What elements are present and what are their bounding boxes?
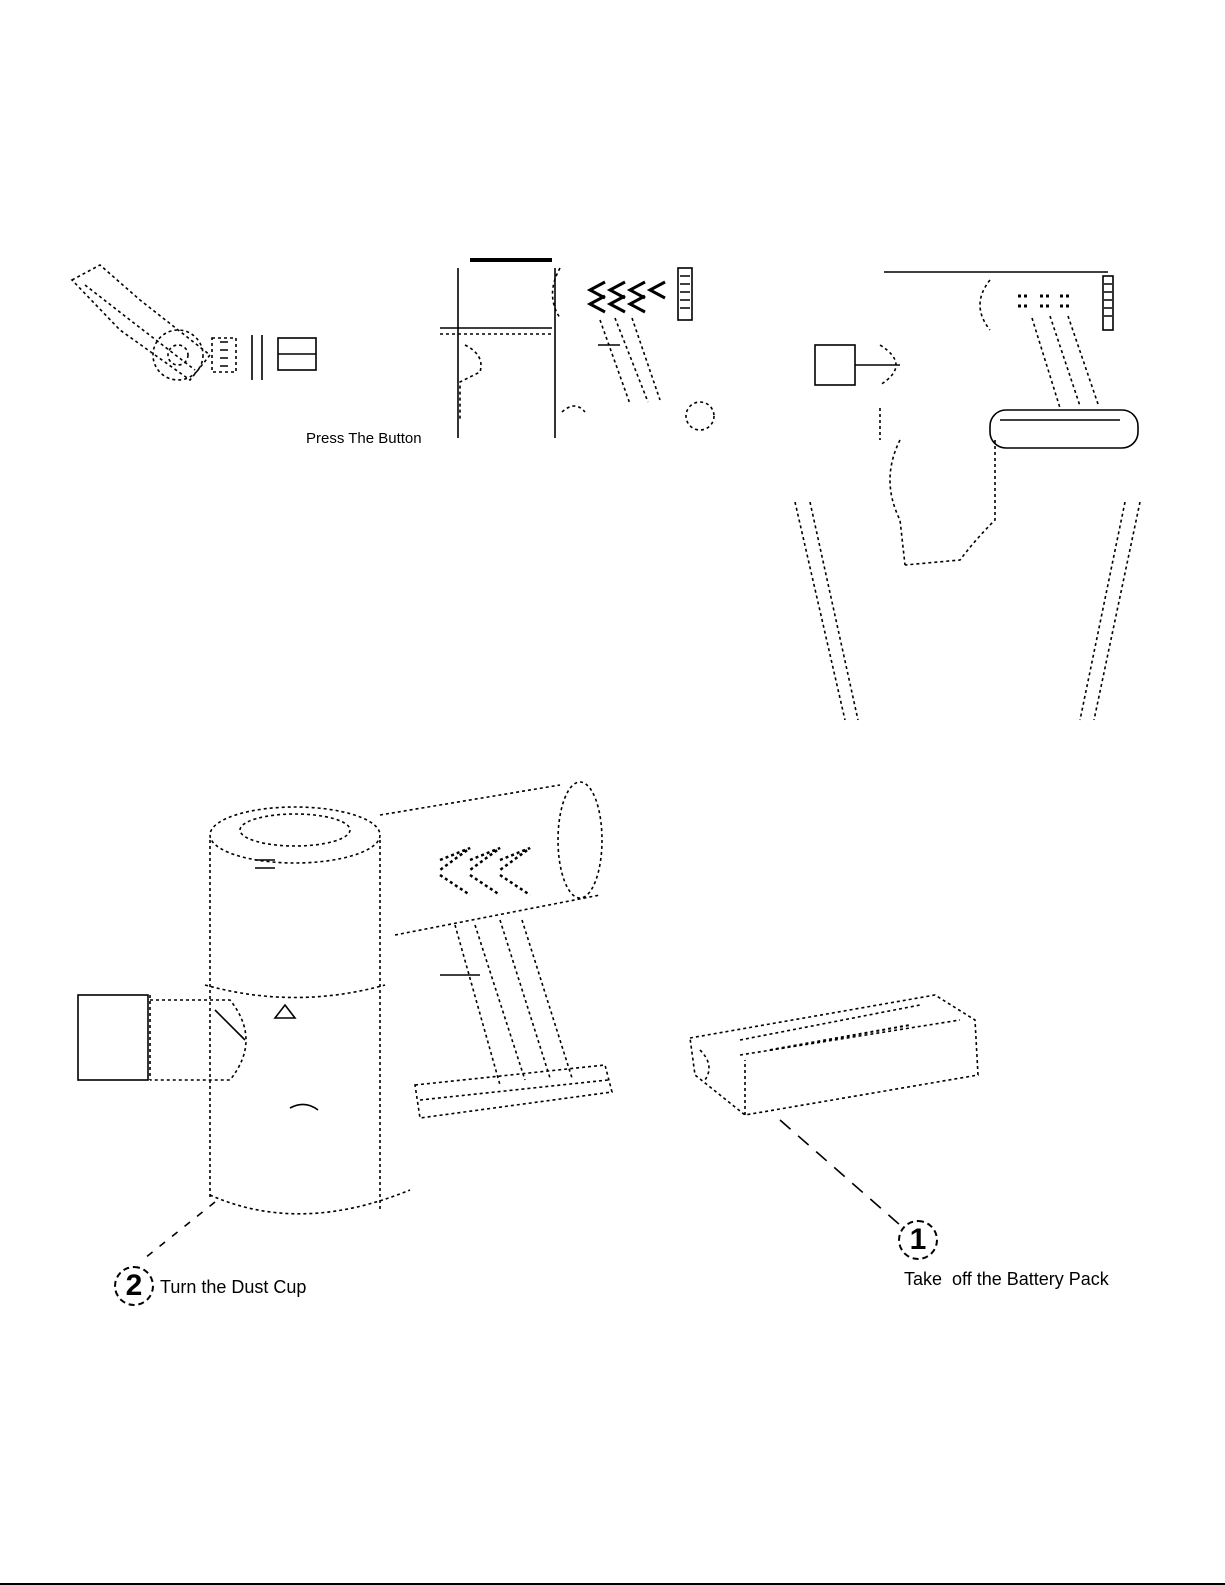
press-button-figure bbox=[440, 260, 714, 438]
step-2-number: 2 bbox=[126, 1269, 143, 1303]
step-2-badge: 2 bbox=[114, 1266, 154, 1306]
step-1-number: 1 bbox=[910, 1223, 927, 1257]
nozzle-joint-figure bbox=[72, 265, 316, 380]
handheld-unit-figure bbox=[78, 782, 612, 1262]
turn-dust-cup-caption: Turn the Dust Cup bbox=[160, 1278, 306, 1296]
step-1-badge: 1 bbox=[898, 1220, 938, 1260]
press-button-caption: Press The Button bbox=[306, 431, 422, 446]
take-off-battery-caption: Take off the Battery Pack bbox=[904, 1270, 1109, 1288]
handheld-with-pole-figure bbox=[795, 272, 1140, 720]
battery-pack-figure bbox=[690, 995, 978, 1225]
